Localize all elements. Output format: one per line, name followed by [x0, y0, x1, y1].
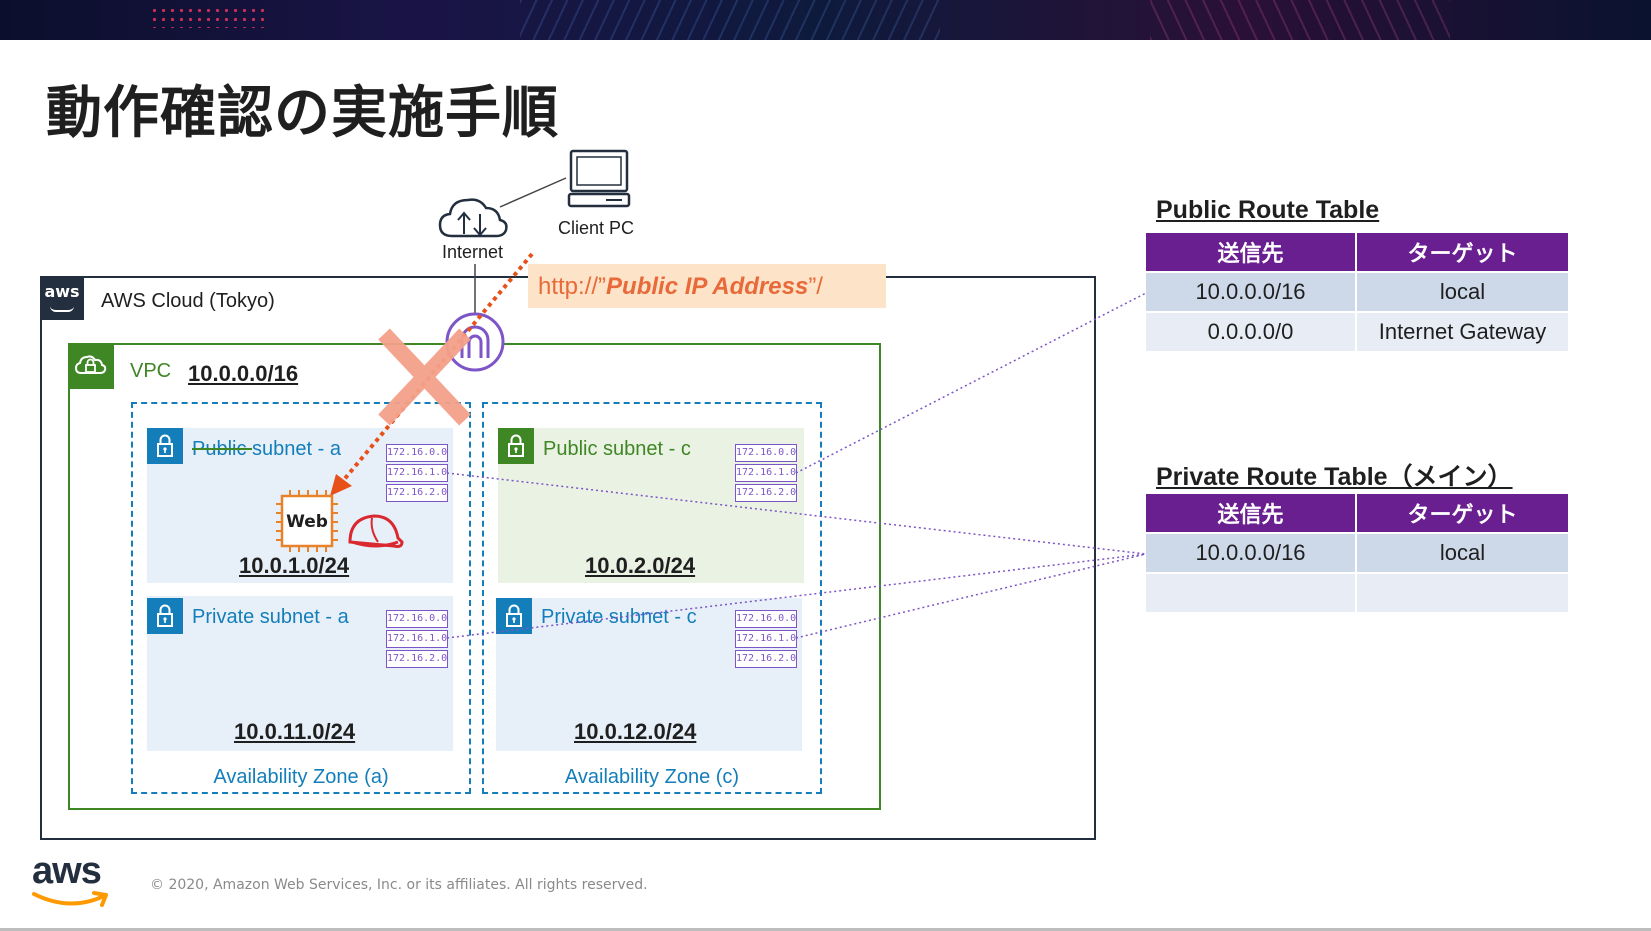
availability-zone-a	[131, 402, 471, 794]
table-row: 10.0.0.0/16 local	[1146, 273, 1568, 313]
private-route-table-title: Private Route Table（メイン）	[1156, 463, 1513, 491]
table-cell: local	[1357, 273, 1568, 313]
table-header-row: 送信先 ターゲット	[1146, 233, 1568, 273]
aws-badge-text: aws	[44, 282, 80, 301]
client-pc-label: Client PC	[558, 218, 635, 238]
internet-label: Internet	[442, 242, 504, 262]
vpc-label: VPC	[130, 360, 172, 382]
url-suffix: ”/	[808, 273, 823, 300]
url-text: http://”Public IP Address”/	[538, 273, 823, 301]
table-row: 0.0.0.0/0 Internet Gateway	[1146, 313, 1568, 353]
public-subnet-c-label: Public subnet - c	[543, 438, 691, 460]
aws-cloud-icon: aws	[40, 276, 84, 320]
table-cell: 0.0.0.0/0	[1146, 313, 1357, 353]
header-cell: 送信先	[1146, 494, 1357, 534]
az-c-label: Availability Zone (c)	[564, 766, 740, 788]
aws-logo: aws	[32, 852, 112, 912]
lock-icon	[147, 598, 183, 634]
table-cell: 10.0.0.0/16	[1146, 273, 1357, 313]
route-entry: 172.16.2.0	[735, 484, 797, 502]
client-pc-icon	[567, 149, 631, 208]
lock-icon	[498, 428, 534, 464]
public-route-table-title: Public Route Table	[1156, 196, 1380, 224]
vpc-icon	[68, 343, 114, 389]
route-association-line	[795, 553, 1147, 639]
subnet-route-table-icon: 172.16.0.0 172.16.1.0 172.16.2.0	[735, 610, 797, 670]
route-association-line	[446, 472, 1147, 555]
public-subnet-a-cidr: 10.0.1.0/24	[239, 553, 350, 578]
public-subnet-a-label: Public subnet - a	[192, 438, 341, 461]
private-subnet-a-label: Private subnet - a	[192, 606, 349, 628]
route-association-line	[795, 292, 1147, 474]
route-association-line	[446, 553, 1147, 639]
lock-icon	[147, 428, 183, 464]
banner-decoration	[520, 0, 940, 40]
public-route-table: 送信先 ターゲット 10.0.0.0/16 local 0.0.0.0/0 In…	[1146, 233, 1568, 353]
url-prefix: http://”	[538, 273, 607, 300]
table-cell	[1357, 574, 1568, 614]
header-banner	[0, 0, 1651, 40]
aws-smile-icon	[32, 891, 108, 907]
private-subnet-c-cidr: 10.0.12.0/24	[574, 719, 697, 744]
route-association-lines	[446, 292, 1147, 639]
footer-divider	[0, 928, 1651, 931]
table-cell: local	[1357, 534, 1568, 574]
struck-text: Public	[192, 438, 253, 460]
private-subnet-a-cidr: 10.0.11.0/24	[234, 719, 356, 744]
header-cell: ターゲット	[1357, 494, 1568, 534]
table-cell: Internet Gateway	[1357, 313, 1568, 353]
url-callout	[528, 264, 886, 308]
subnet-route-table-icon: 172.16.0.0 172.16.1.0 172.16.2.0	[386, 444, 448, 504]
aws-cloud-label: AWS Cloud (Tokyo)	[101, 290, 275, 312]
az-a-label: Availability Zone (a)	[213, 766, 389, 788]
table-cell: 10.0.0.0/16	[1146, 534, 1357, 574]
route-entry: 172.16.0.0	[735, 610, 797, 628]
route-entry: 172.16.0.0	[735, 444, 797, 462]
subnet-route-table-icon: 172.16.0.0 172.16.1.0 172.16.2.0	[386, 610, 448, 670]
table-header-row: 送信先 ターゲット	[1146, 494, 1568, 534]
web-label: Web	[286, 512, 328, 532]
route-entry: 172.16.1.0	[735, 630, 797, 648]
page-title: 動作確認の実施手順	[46, 81, 559, 146]
banner-decoration	[150, 6, 270, 28]
subnet-label-rest: subnet - a	[252, 438, 341, 460]
request-arrow	[330, 252, 534, 496]
subnet-route-table-icon: 172.16.0.0 172.16.1.0 172.16.2.0	[735, 444, 797, 504]
header-cell: ターゲット	[1357, 233, 1568, 273]
route-entry: 172.16.1.0	[386, 464, 448, 482]
route-entry: 172.16.0.0	[386, 444, 448, 462]
route-entry: 172.16.2.0	[735, 650, 797, 668]
availability-zone-c	[482, 402, 822, 794]
internet-cloud-icon	[438, 198, 508, 238]
client-internet-link	[499, 177, 567, 208]
url-emphasis: Public IP Address	[606, 273, 809, 300]
route-entry: 172.16.0.0	[386, 610, 448, 628]
table-row: 10.0.0.0/16 local	[1146, 534, 1568, 574]
vpc-cidr: 10.0.0.0/16	[188, 361, 299, 386]
lock-icon	[496, 598, 532, 634]
header-cell: 送信先	[1146, 233, 1357, 273]
aws-logo-text: aws	[32, 850, 102, 892]
route-entry: 172.16.2.0	[386, 650, 448, 668]
route-entry: 172.16.1.0	[386, 630, 448, 648]
copyright-text: © 2020, Amazon Web Services, Inc. or its…	[150, 877, 648, 893]
table-row	[1146, 574, 1568, 614]
ec2-instance-icon: Web	[276, 490, 338, 552]
private-route-table: 送信先 ターゲット 10.0.0.0/16 local	[1146, 494, 1568, 614]
helmet-icon	[348, 514, 404, 548]
public-subnet-c-cidr: 10.0.2.0/24	[585, 553, 696, 578]
blocked-cross-icon	[378, 328, 471, 426]
route-entry: 172.16.1.0	[735, 464, 797, 482]
route-entry: 172.16.2.0	[386, 484, 448, 502]
private-subnet-c-label: Private subnet - c	[541, 606, 697, 628]
banner-decoration	[1150, 0, 1450, 40]
table-cell	[1146, 574, 1357, 614]
